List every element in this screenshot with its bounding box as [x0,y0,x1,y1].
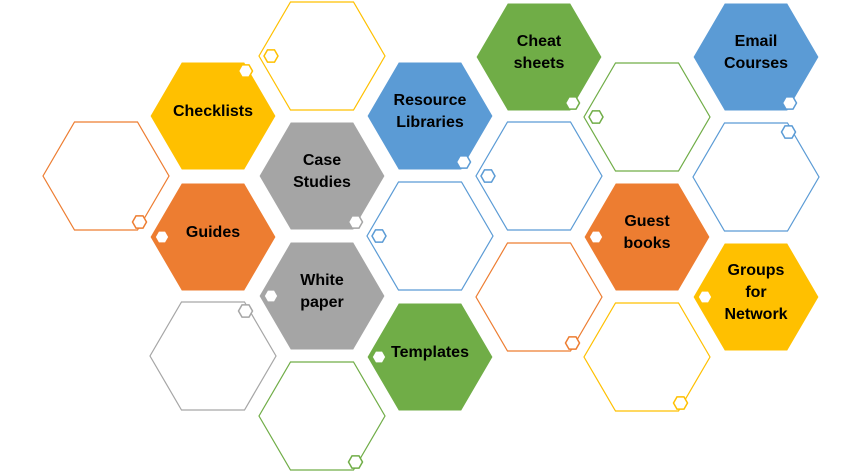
empty-hexagon-outline-5 [258,361,386,471]
empty-hexagon-outline-2-connector-dot [131,215,148,229]
hexagon-shape-cheat-sheets [475,2,603,112]
hexagon-templates: Templates [366,302,494,412]
hexagon-guest-books: Guest books [583,182,711,292]
hexagon-label-cheat-sheets: sheets [514,55,565,72]
hexagon-label-white-paper: White [300,272,344,289]
hexagon-groups-for-network-connector-dot [697,290,713,304]
hexagon-label-checklists: Checklists [173,103,253,120]
hexagon-cheat-sheets-connector-dot [564,96,581,110]
hexagon-guest-books-connector-dot [588,230,604,244]
empty-hexagon-outline-1-connector-dot [263,49,279,63]
hexagon-email-courses-connector-dot [781,96,798,110]
hexagon-shape-resource-libraries [366,61,494,171]
hexagon-label-guest-books: Guest [624,213,670,230]
hexagon-templates-connector-dot [371,350,387,364]
empty-hexagon-outline-2 [42,121,170,231]
empty-hexagon-outline-7-connector-dot [564,336,581,350]
hexagon-cheat-sheets: Cheat sheets [475,2,603,112]
empty-hexagon-outline-4 [149,301,277,411]
empty-hexagon-outline-3-connector-dot [371,229,387,243]
hexagon-label-email-courses: Courses [724,55,788,72]
hexagon-label-groups-for-network: Network [724,306,787,323]
hexagon-case-studies-connector-dot [347,215,364,229]
hexagon-label-cheat-sheets: Cheat [517,33,562,50]
hexagon-shape-white-paper [258,241,386,351]
hexagon-white-paper: White paper [258,241,386,351]
hexagon-label-case-studies: Studies [293,174,351,191]
hexagon-label-groups-for-network: for [745,284,766,301]
empty-hexagon-outline-10 [692,122,820,232]
hexagon-shape-checklists [149,61,277,171]
empty-hexagon-outline-9-connector-dot [672,396,689,410]
empty-hexagon-outline-9 [583,302,711,412]
hexagon-shape-guides [149,182,277,292]
hexagon-label-resource-libraries: Libraries [396,114,464,131]
empty-hexagon-outline-6-connector-dot [480,169,496,183]
hexagon-white-paper-connector-dot [263,289,279,303]
hexagon-label-groups-for-network: Groups [728,262,785,279]
empty-hexagon-outline-6 [475,121,603,231]
hexagon-label-white-paper: paper [300,294,344,311]
empty-hexagon-outline-8-connector-dot [588,110,604,124]
hexagon-shape-case-studies [258,121,386,231]
hexagon-guides: Guides [149,182,277,292]
hexagon-checklists-connector-dot [237,64,254,78]
hexagon-shape-guest-books [583,182,711,292]
empty-hexagon-outline-3 [366,181,494,291]
hexagon-shape-templates [366,302,494,412]
empty-hexagon-outline-4-connector-dot [237,304,254,318]
empty-hexagon-outline-5-connector-dot [347,455,364,469]
hexagon-label-case-studies: Case [303,152,341,169]
hexagon-label-guest-books: books [623,235,670,252]
empty-hexagon-outline-7 [475,242,603,352]
hexagon-shape-groups-for-network [692,242,820,352]
hexagon-resource-libraries-connector-dot [455,155,472,169]
hexagon-label-guides: Guides [186,224,240,241]
hexagon-checklists: Checklists [149,61,277,171]
hexagon-shape-email-courses [692,2,820,112]
hexagon-guides-connector-dot [154,230,170,244]
empty-hexagon-outline-1 [258,1,386,111]
hexagon-label-templates: Templates [391,344,469,361]
hexagon-label-resource-libraries: Resource [394,92,467,109]
hexagon-label-email-courses: Email [735,33,778,50]
empty-hexagon-outline-10-connector-dot [780,125,797,139]
empty-hexagon-outline-8 [583,62,711,172]
